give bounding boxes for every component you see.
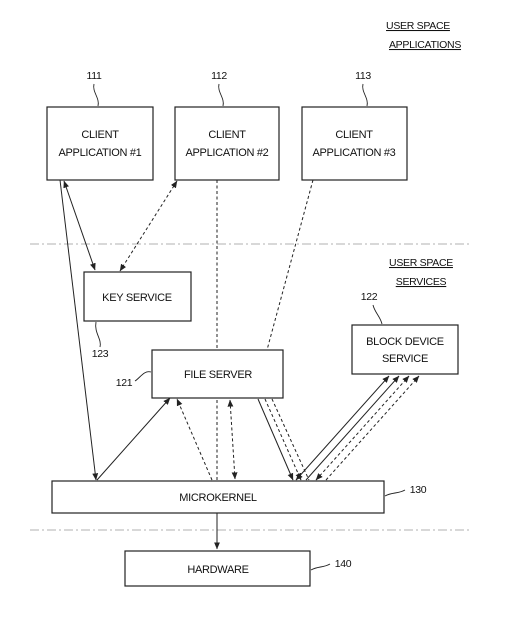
ref-140: 140 <box>335 558 352 570</box>
connection-client3-file-server <box>266 179 314 351</box>
key-service-box <box>83 271 192 322</box>
connection-client1-key-service <box>63 180 96 271</box>
client-application-1-box <box>46 106 154 181</box>
connection-client2-key-service <box>119 180 178 272</box>
key-service-label: KEY SERVICE <box>102 292 172 304</box>
client-application-2-box <box>174 106 280 181</box>
connection-microkernel-block-device-dashed-2 <box>325 375 420 481</box>
connection-microkernel-file-server-dashed <box>176 398 213 481</box>
block-device-service: BLOCK DEVICE SERVICE <box>351 324 459 375</box>
microkernel-box <box>51 480 385 514</box>
region-separators <box>30 243 470 531</box>
leader-123 <box>95 321 101 348</box>
leader-130 <box>384 489 406 497</box>
client-application-3-label-line2: APPLICATION #3 <box>312 147 395 159</box>
ref-122: 122 <box>361 291 378 303</box>
leader-121 <box>134 371 152 382</box>
region-labels: USER SPACE APPLICATIONS USER SPACE SERVI… <box>386 20 462 288</box>
applications-region-label-line2: APPLICATIONS <box>389 39 461 51</box>
ref-130: 130 <box>410 484 427 496</box>
client-application-3: CLIENT APPLICATION #3 <box>301 106 408 181</box>
services-region-label-line2: SERVICES <box>396 276 447 288</box>
leader-112 <box>218 83 224 107</box>
connection-microkernel-block-device-solid-1 <box>295 375 390 481</box>
client-application-2-label-line1: CLIENT <box>208 129 246 141</box>
connection-file-server-microkernel-dashed-2 <box>271 398 310 481</box>
microkernel: MICROKERNEL <box>51 480 385 514</box>
connection-file-server-microkernel-dashed-twoway <box>227 399 238 480</box>
block-device-service-box <box>351 324 459 375</box>
client-application-2-label-line2: APPLICATION #2 <box>185 147 268 159</box>
connection-microkernel-block-device-dashed-1 <box>315 375 410 481</box>
hardware: HARDWARE <box>124 550 311 587</box>
client-application-3-label-line1: CLIENT <box>335 129 373 141</box>
connection-microkernel-block-device-solid-2 <box>305 375 400 481</box>
leader-111 <box>93 83 99 107</box>
hardware-box <box>124 550 311 587</box>
reference-numerals: 111 112 113 122 123 121 130 140 <box>86 70 427 571</box>
ref-121: 121 <box>116 377 133 389</box>
client-application-1-label-line2: APPLICATION #1 <box>58 147 141 159</box>
file-server-label: FILE SERVER <box>184 369 252 381</box>
connection-microkernel-file-server-solid <box>96 397 171 481</box>
applications-region-label-line1: USER SPACE <box>386 20 450 32</box>
file-server: FILE SERVER <box>151 349 284 399</box>
connection-file-server-microkernel-solid <box>257 398 294 481</box>
ref-112: 112 <box>211 70 227 82</box>
connection-client1-microkernel <box>59 179 99 481</box>
services-region-label-line1: USER SPACE <box>389 257 453 269</box>
file-server-box <box>151 349 284 399</box>
block-device-service-label-line2: SERVICE <box>382 353 428 365</box>
microkernel-label: MICROKERNEL <box>179 492 257 504</box>
ref-111: 111 <box>86 70 102 82</box>
connection-file-server-microkernel-dashed-1 <box>264 398 302 481</box>
hardware-label: HARDWARE <box>187 564 248 576</box>
leader-140 <box>310 563 331 571</box>
block-device-service-label-line1: BLOCK DEVICE <box>366 336 444 348</box>
leader-113 <box>362 83 368 107</box>
key-service: KEY SERVICE <box>83 271 192 322</box>
client-application-1: CLIENT APPLICATION #1 <box>46 106 154 181</box>
ref-113: 113 <box>355 70 371 82</box>
client-application-3-box <box>301 106 408 181</box>
client-application-2: CLIENT APPLICATION #2 <box>174 106 280 181</box>
connections <box>59 179 420 550</box>
client-application-1-label-line1: CLIENT <box>81 129 119 141</box>
leader-122 <box>372 304 383 325</box>
ref-123: 123 <box>92 348 109 360</box>
